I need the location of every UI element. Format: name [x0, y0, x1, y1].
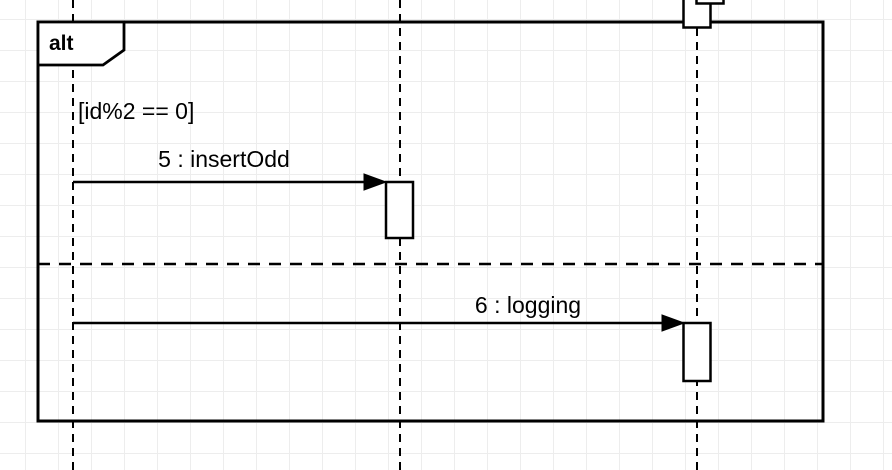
activation-bar-top-nested[interactable] — [695, 0, 725, 5]
activation-bar-right[interactable] — [682, 321, 712, 383]
message-5-arrowhead-icon — [363, 173, 388, 191]
guard-condition-label[interactable]: [id%2 == 0] — [78, 98, 194, 124]
message-6-arrowhead-icon — [661, 314, 686, 332]
alt-operator-label: alt — [49, 32, 74, 55]
alt-fragment-frame[interactable] — [36, 20, 825, 423]
alt-operator-pentagon[interactable] — [36, 20, 126, 67]
message-5-label[interactable]: 5 : insertOdd — [158, 146, 290, 172]
message-6-label[interactable]: 6 : logging — [475, 292, 581, 318]
activation-bar-middle[interactable] — [384, 180, 415, 240]
